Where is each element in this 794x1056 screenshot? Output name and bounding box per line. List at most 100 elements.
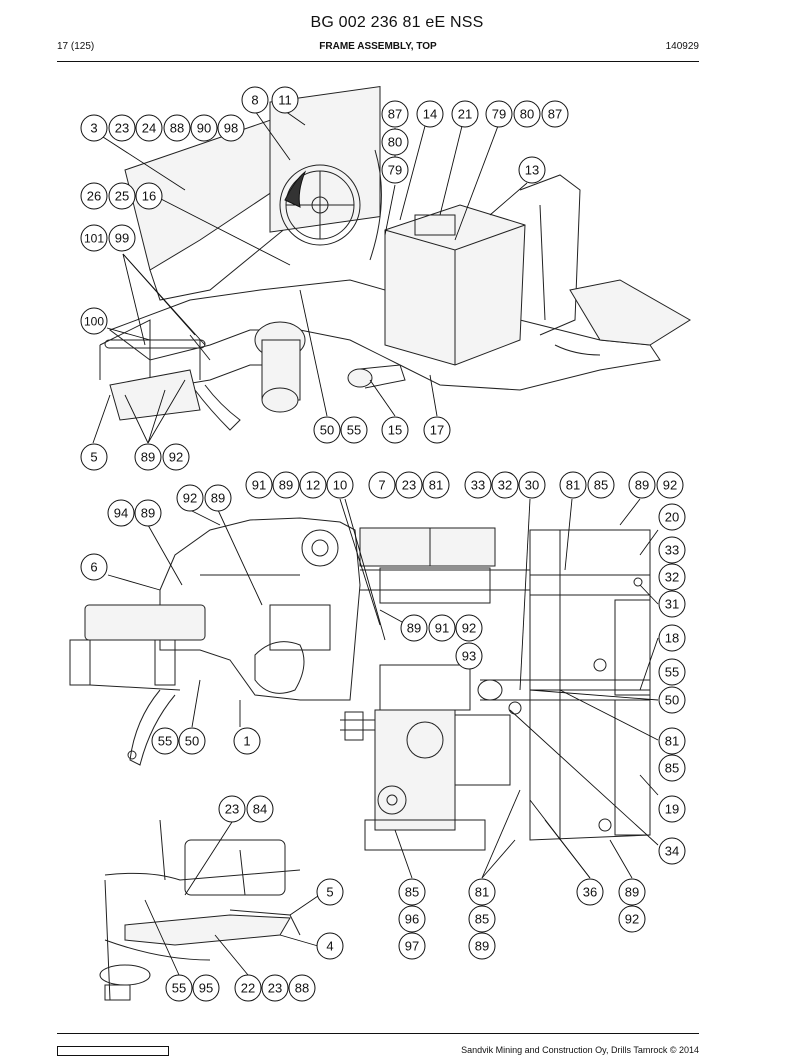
callout: 100 [80,307,108,335]
callout-label: 11 [278,93,292,108]
callout-label: 96 [405,912,419,927]
callout-label: 92 [663,478,677,493]
callout-label: 90 [197,121,211,136]
header-rule [57,61,699,62]
callout: 93 [455,642,483,670]
callout: 22 [234,974,262,1002]
callout: 15 [381,416,409,444]
callout-label: 17 [430,423,444,438]
callout-label: 3 [90,121,97,136]
callout-label: 55 [172,981,186,996]
callout-label: 15 [388,423,402,438]
callout: 55 [658,658,686,686]
callout-label: 18 [665,631,679,646]
callout-label: 89 [141,450,155,465]
callout: 89 [134,443,162,471]
callout-label: 88 [295,981,309,996]
callout-label: 89 [211,491,225,506]
document-title: BG 002 236 81 eE NSS [310,14,484,31]
section-title: FRAME ASSEMBLY, TOP [319,41,437,52]
callout: 91 [428,614,456,642]
leader-lines [92,110,659,976]
callout: 85 [468,905,496,933]
header-row: 17 (125) FRAME ASSEMBLY, TOP 140929 [57,41,699,55]
callout: 32 [491,471,519,499]
callout-label: 88 [170,121,184,136]
callout-label: 23 [115,121,129,136]
callout-label: 8 [251,93,258,108]
callout: 80 [513,100,541,128]
callout: 92 [176,484,204,512]
callout: 18 [658,624,686,652]
callout-label: 81 [566,478,580,493]
callout: 19 [658,795,686,823]
callout-label: 79 [492,107,506,122]
callout: 95 [192,974,220,1002]
top-isometric-drawing [99,86,691,431]
callout-label: 33 [665,543,679,558]
callout: 98 [217,114,245,142]
callout: 85 [658,754,686,782]
callout: 14 [416,100,444,128]
callout-label: 23 [268,981,282,996]
callout-label: 50 [665,693,679,708]
footer-copyright: Sandvik Mining and Construction Oy, Dril… [461,1045,699,1055]
callout-label: 89 [279,478,293,493]
callout-label: 100 [84,315,104,329]
callout-label: 7 [378,478,385,493]
callout: 89 [400,614,428,642]
callout: 99 [108,224,136,252]
callout-label: 34 [665,844,679,859]
callout: 11 [271,86,299,114]
callout: 25 [108,182,136,210]
callout: 81 [658,727,686,755]
callout: 1 [233,727,261,755]
callout-label: 87 [548,107,562,122]
callout: 101 [80,224,108,252]
callout-label: 36 [583,885,597,900]
callout: 16 [135,182,163,210]
callout-label: 92 [169,450,183,465]
callout-label: 87 [388,107,402,122]
callout: 81 [559,471,587,499]
callout: 84 [246,795,274,823]
callout-label: 91 [252,478,266,493]
callout: 90 [190,114,218,142]
callout: 33 [464,471,492,499]
callout: 81 [468,878,496,906]
callout-label: 4 [326,939,333,954]
callout-label: 98 [224,121,238,136]
callout: 23 [218,795,246,823]
callout-label: 22 [241,981,255,996]
callout: 6 [80,553,108,581]
callout: 50 [313,416,341,444]
callout-label: 81 [429,478,443,493]
callout: 79 [485,100,513,128]
callout-label: 55 [347,423,361,438]
callout: 87 [541,100,569,128]
callout-label: 94 [114,506,128,521]
callout: 55 [165,974,193,1002]
callout: 10 [326,471,354,499]
callout-label: 89 [625,885,639,900]
callout-label: 14 [423,107,437,122]
callout: 92 [455,614,483,642]
callout: 31 [658,590,686,618]
callout-label: 97 [405,939,419,954]
callout: 89 [468,932,496,960]
callout-label: 85 [594,478,608,493]
callout-label: 95 [199,981,213,996]
callout-label: 31 [665,597,679,612]
callout: 89 [204,484,232,512]
callout: 3 [80,114,108,142]
callout: 20 [658,503,686,531]
callout: 92 [162,443,190,471]
callout-label: 32 [665,570,679,585]
callout-label: 89 [475,939,489,954]
callout: 55 [340,416,368,444]
callout: 94 [107,499,135,527]
callout-labels: 8 11 3 23 24 88 90 98 87 14 21 79 80 87 … [80,86,686,1002]
callout: 80 [381,128,409,156]
callout: 12 [299,471,327,499]
